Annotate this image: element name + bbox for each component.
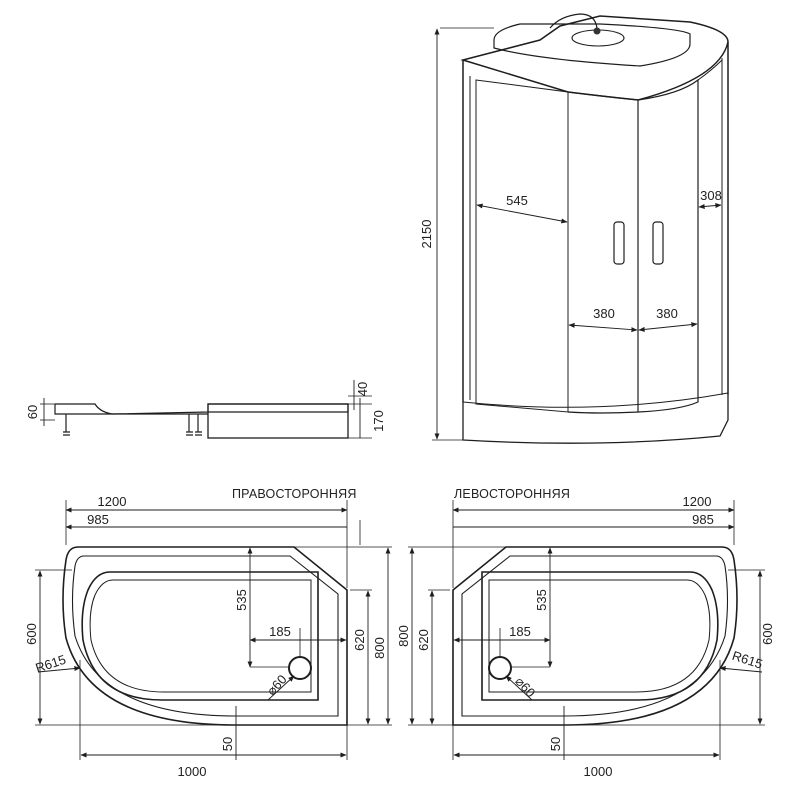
basin-left [481,571,719,701]
total-height-label: 170 [371,410,386,432]
right-hand-caption: ПРАВОСТОРОННЯЯ [232,487,357,501]
left-drain-top-label: 535 [534,589,549,611]
left-depth-total-label: 800 [396,625,411,647]
right-drain-front-label: 50 [220,737,235,751]
tray-height-label: 60 [25,405,40,419]
cabin-door-right [637,78,699,413]
basin-right [81,571,319,701]
right-base-length-label: 1000 [178,764,207,779]
handle-right [652,221,664,265]
right-drain-diameter-leader [267,675,295,701]
shower-head-center [593,27,601,35]
cabin-base [462,395,729,444]
side-glass-width-label: 308 [700,188,722,203]
right-depth-total-label: 800 [372,637,387,659]
door-left-width-label: 380 [593,306,615,321]
shower-pipe [549,13,598,29]
right-radius-label: R615 [34,652,68,676]
tray-leg [186,414,193,436]
left-base-length-label: 1000 [584,764,613,779]
step-height-label: 40 [355,382,370,396]
right-radius-leader [37,666,81,673]
handle-left [613,221,625,265]
door-right-width-label: 380 [656,306,678,321]
left-radius-label: R615 [730,648,764,672]
tray-leg [63,414,70,436]
left-length-label: 1200 [683,494,712,509]
cabin-roof [460,15,729,101]
cabin-roof-top [493,23,691,67]
left-inner-length-label: 985 [692,512,714,527]
left-drain-diameter-label: ⌀60 [512,674,538,701]
tray-outline-right [62,546,348,726]
tray-front-panel [207,403,349,439]
right-drain-diameter-label: ⌀60 [264,672,290,699]
cabin-view: 2150 545 308 380 380 [419,13,729,444]
left-depth-right-label: 600 [760,623,775,645]
plan-right-hand: ПРАВОСТОРОННЯЯ 1200 985 800 620 600 R615 [24,487,392,779]
cabin-door-left [567,91,639,414]
drain-right [288,656,312,680]
tray-outline-left [452,546,738,726]
side-glass-dim-line [698,203,722,209]
left-depth-inner-label: 620 [416,629,431,651]
right-length-label: 1200 [98,494,127,509]
right-inner-length-label: 985 [87,512,109,527]
side-panel-dim-line [476,203,568,224]
cabin-side-panel [475,79,569,413]
left-hand-caption: ЛЕВОСТОРОННЯЯ [454,487,570,501]
left-drain-diameter-leader [505,675,533,701]
side-panel-width-label: 545 [506,193,528,208]
tray-top [55,403,349,415]
tray-side-view: 60 40 170 [25,380,386,439]
left-drain-side-label: 185 [509,624,531,639]
plan-left-hand: ЛЕВОСТОРОННЯЯ 1200 985 800 620 600 R615 … [396,487,775,779]
cabin-height-label: 2150 [419,220,434,249]
door-left-dim-line [568,322,638,333]
left-drain-front-label: 50 [548,737,563,751]
right-drain-side-label: 185 [269,624,291,639]
right-depth-inner-label: 620 [352,629,367,651]
door-right-dim-line [638,322,698,332]
right-drain-top-label: 535 [234,589,249,611]
tray-leg [195,414,202,436]
left-radius-leader [719,666,763,673]
drain-left [488,656,512,680]
right-depth-left-label: 600 [24,623,39,645]
